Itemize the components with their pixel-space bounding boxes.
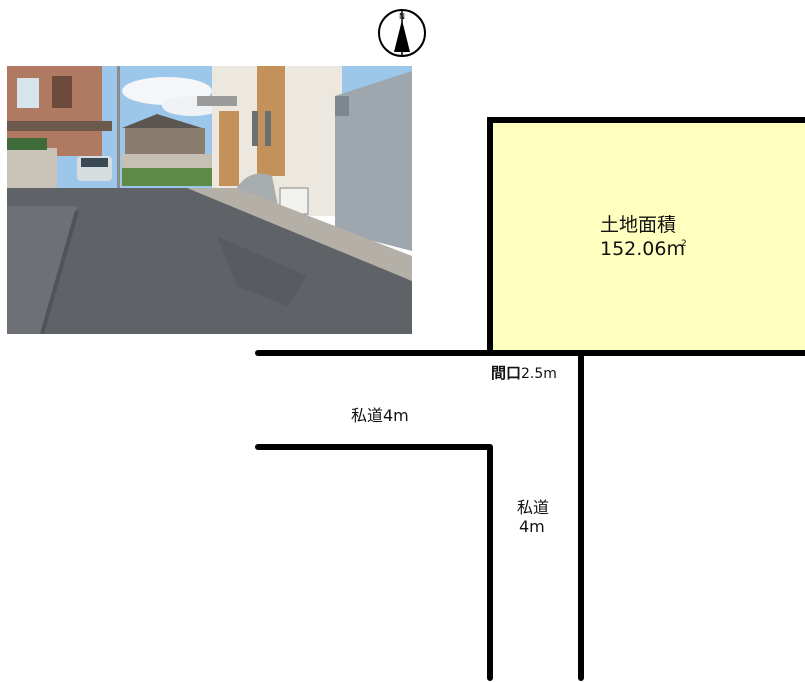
land-area-value: 152.06m2	[600, 238, 687, 260]
road-horizontal-label: 私道4m	[351, 406, 409, 425]
road-vertical-label-line2: 4m	[519, 517, 545, 536]
street-photo	[7, 66, 412, 334]
road-h-bottom-edge	[255, 444, 493, 681]
frontage-value: 2.5m	[521, 366, 557, 382]
north-letter: N	[399, 12, 405, 21]
lot-fill	[490, 120, 805, 352]
area-superscript: 2	[681, 239, 687, 249]
north-arrow-icon: N	[377, 8, 427, 58]
land-area-title: 土地面積	[600, 214, 677, 236]
road-vertical-label-line1: 私道	[517, 498, 550, 517]
frontage-label: 間口2.5m	[491, 364, 557, 382]
